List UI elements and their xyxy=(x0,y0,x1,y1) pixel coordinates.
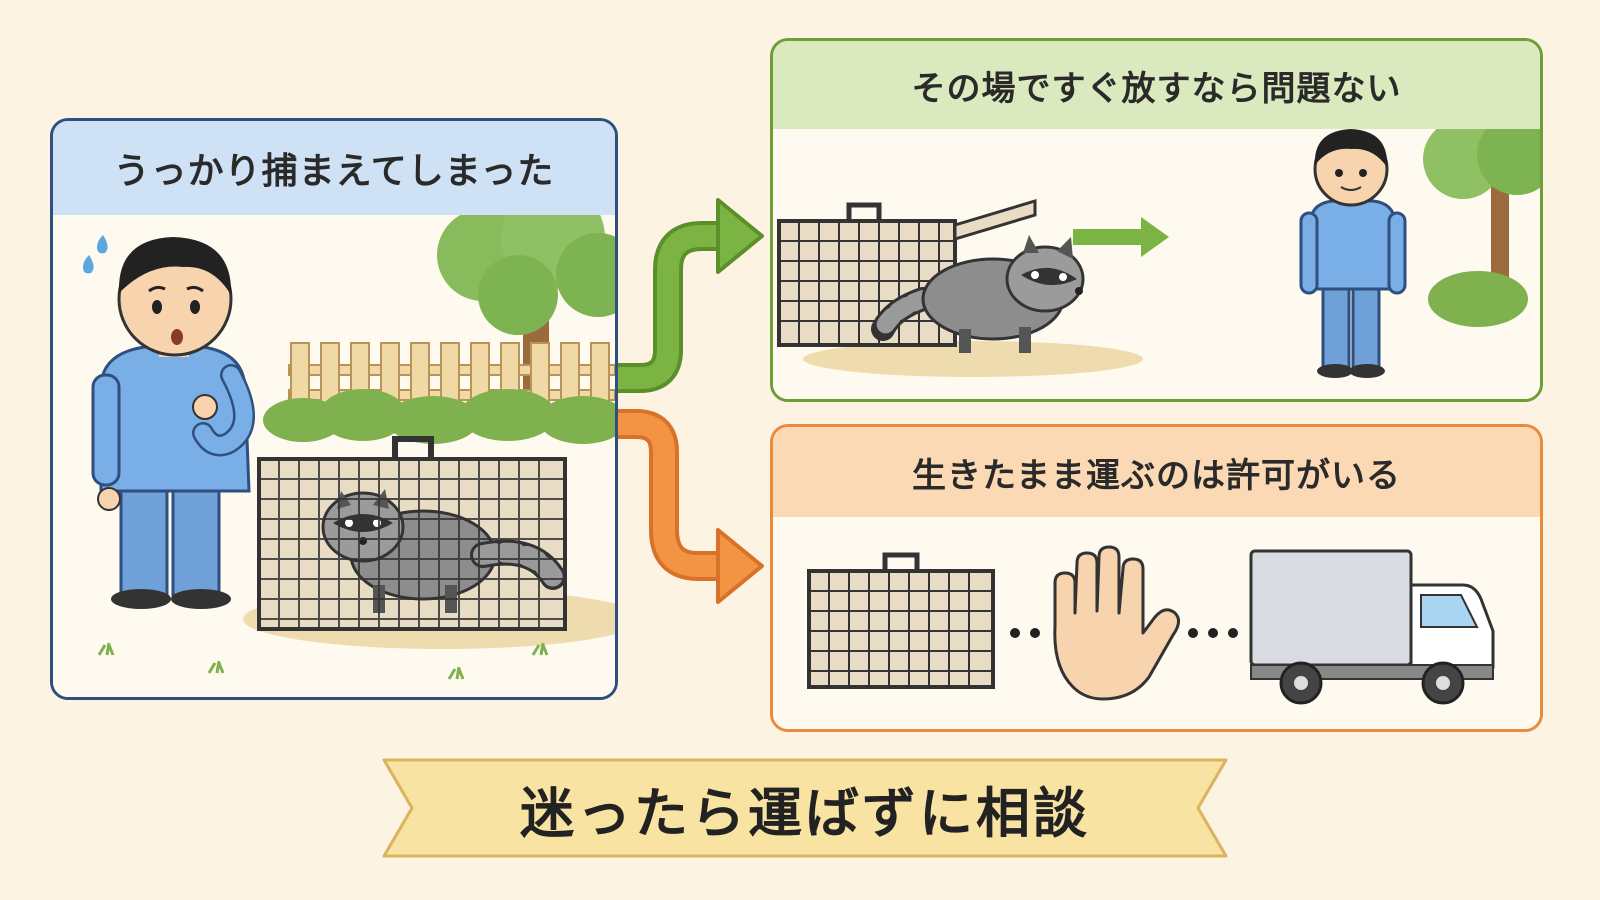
tree-icon xyxy=(1423,129,1540,327)
panel-release: その場ですぐ放すなら問題ない xyxy=(770,38,1543,402)
grass xyxy=(97,642,549,680)
stop-hand-icon xyxy=(1053,545,1180,701)
panel-transport-permit: 生きたまま運ぶのは許可がいる xyxy=(770,424,1543,732)
panel-title-caught: うっかり捕まえてしまった xyxy=(53,121,615,215)
cage-icon xyxy=(807,552,995,689)
worried-person xyxy=(91,237,255,609)
advice-banner xyxy=(382,758,1228,858)
dots-left xyxy=(1010,628,1040,638)
dots-right xyxy=(1188,628,1238,638)
panel-title-release: その場ですぐ放すなら問題ない xyxy=(773,41,1540,129)
scene-caught xyxy=(53,215,615,697)
arrow-right-icon xyxy=(1073,217,1169,257)
bush-icon xyxy=(263,389,615,444)
cage-with-raccoon xyxy=(257,436,567,631)
sweat-icon xyxy=(83,235,108,274)
raccoon-icon xyxy=(871,235,1085,353)
panel-title-transport: 生きたまま運ぶのは許可がいる xyxy=(773,427,1540,517)
advice-banner-text: 迷ったら運ばずに相談 xyxy=(520,781,1090,845)
calm-person xyxy=(1299,129,1407,378)
orange-arrow xyxy=(618,409,764,604)
scene-transport xyxy=(773,517,1540,729)
scene-release xyxy=(773,129,1540,399)
truck-icon xyxy=(1249,549,1495,705)
panel-caught: うっかり捕まえてしまった xyxy=(50,118,618,700)
green-arrow xyxy=(618,198,764,393)
